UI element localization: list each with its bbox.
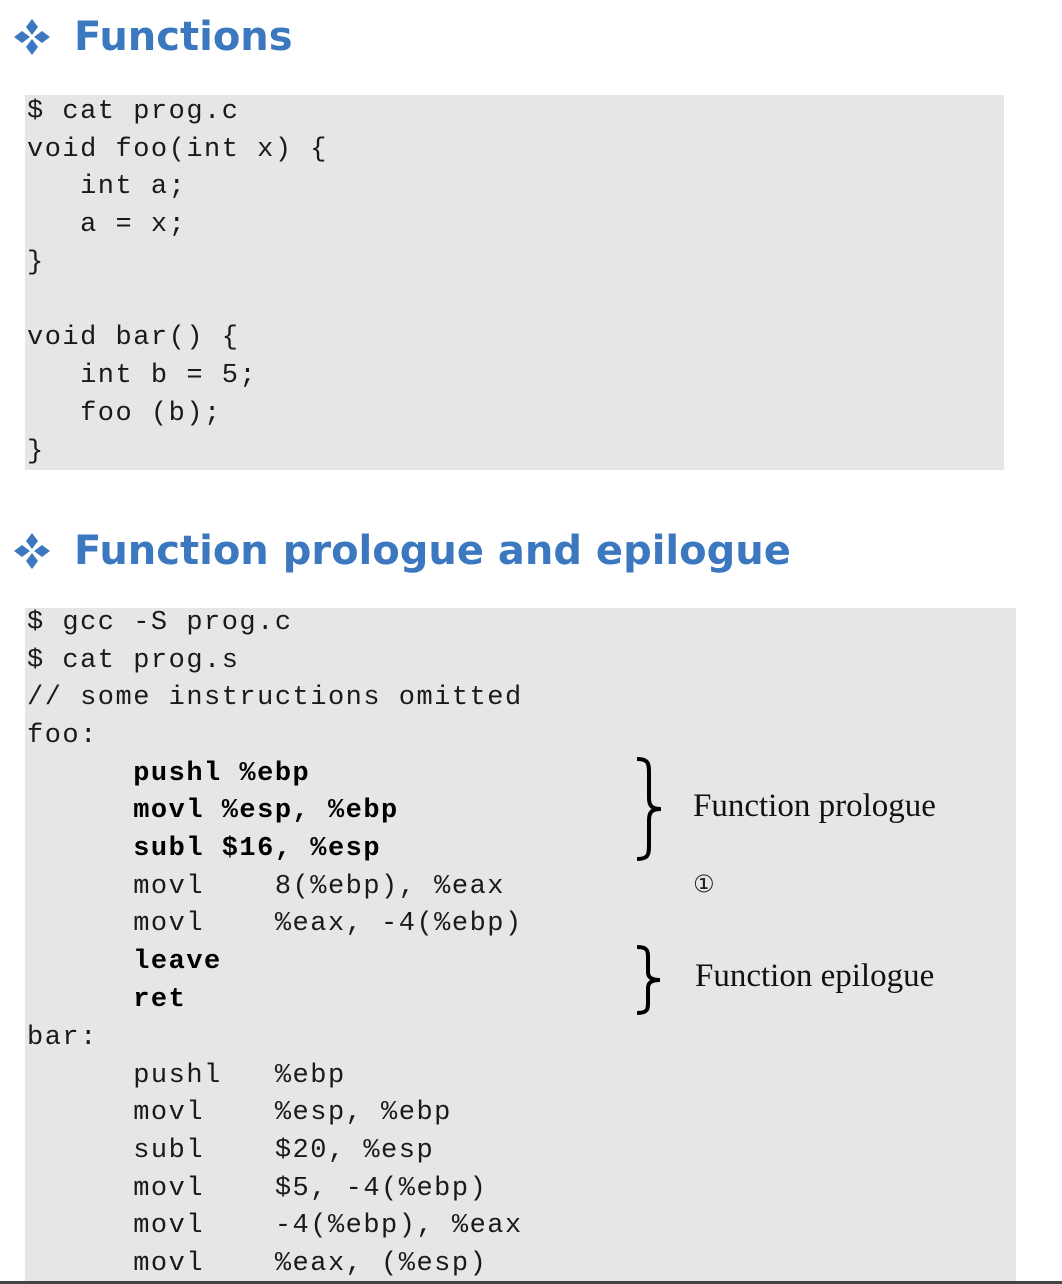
code-line: movl $5, -4(%ebp) — [27, 1174, 488, 1204]
code-line: foo (b); — [27, 399, 222, 429]
section-title: Functions — [74, 14, 293, 60]
code-line: } — [27, 248, 45, 278]
epilogue-annotation: Function epilogue — [695, 958, 935, 994]
code-block-c-source: $ cat prog.c void foo(int x) { int a; a … — [25, 95, 1004, 470]
code-line: movl %eax, -4(%ebp) — [27, 909, 523, 939]
code-line-bold: movl %esp, %ebp — [27, 796, 399, 826]
code-line: int b = 5; — [27, 361, 258, 391]
code-line: $ cat prog.s — [27, 646, 240, 676]
code-line-bold: pushl %ebp — [27, 759, 311, 789]
code-line: void foo(int x) { — [27, 135, 328, 165]
four-diamond-bullet-icon — [12, 17, 52, 57]
code-line: int a; — [27, 172, 187, 202]
section-heading-prologue-epilogue: Function prologue and epilogue — [12, 528, 791, 574]
section-heading-functions: Functions — [12, 14, 293, 60]
code-line: void bar() { — [27, 323, 240, 353]
code-line-bold: ret — [27, 985, 187, 1015]
circled-one-marker: ① — [693, 870, 715, 898]
code-line: $ cat prog.c — [27, 97, 240, 127]
code-line: } — [27, 437, 45, 467]
code-line: $ gcc -S prog.c — [27, 608, 293, 638]
code-line: a = x; — [27, 210, 187, 240]
code-line: pushl %ebp — [27, 1061, 346, 1091]
code-line: movl %esp, %ebp — [27, 1098, 452, 1128]
code-line: // some instructions omitted — [27, 683, 523, 713]
code-line: movl 8(%ebp), %eax — [27, 872, 505, 902]
code-line-bold: subl $16, %esp — [27, 834, 382, 864]
prologue-brace-icon — [636, 757, 662, 861]
code-block-assembly: $ gcc -S prog.c $ cat prog.s // some ins… — [25, 608, 1016, 1284]
code-line: movl -4(%ebp), %eax — [27, 1211, 523, 1241]
epilogue-brace-icon — [636, 945, 661, 1015]
code-line: subl $20, %esp — [27, 1136, 435, 1166]
prologue-annotation: Function prologue — [693, 788, 936, 824]
section-title: Function prologue and epilogue — [74, 528, 791, 574]
code-line: foo: — [27, 721, 98, 751]
four-diamond-bullet-icon — [12, 531, 52, 571]
code-line: bar: — [27, 1023, 98, 1053]
bottom-divider — [0, 1281, 1062, 1284]
code-line: movl %eax, (%esp) — [27, 1249, 488, 1279]
code-line-bold: leave — [27, 947, 222, 977]
